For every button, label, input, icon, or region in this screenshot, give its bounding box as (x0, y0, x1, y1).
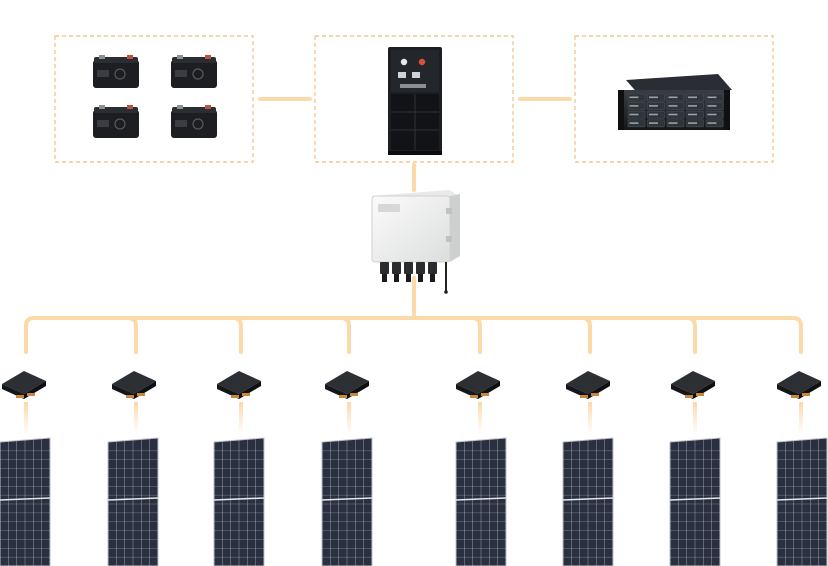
pv-string (562, 316, 614, 566)
panel-link (239, 402, 243, 434)
microinverter-icon (2, 371, 46, 399)
string-drop-wire (126, 316, 138, 354)
pv-string (669, 316, 721, 566)
panel-link (478, 402, 482, 434)
solar-panel-icon (321, 437, 373, 566)
pv-strings (0, 316, 828, 566)
inverter-port (428, 262, 437, 274)
inverter-port (392, 262, 401, 274)
inverter-port (380, 262, 389, 274)
battery-icon (93, 55, 139, 88)
pv-string (321, 316, 373, 566)
microinverter-icon (217, 371, 261, 399)
panel-link (24, 402, 28, 434)
string-drop-wire (580, 316, 592, 354)
device-group-frames (54, 35, 774, 163)
battery-bank-frame (54, 35, 254, 163)
solar-panel-icon (107, 437, 159, 566)
solar-panel-icon (776, 437, 828, 566)
pv-string (107, 316, 159, 566)
panel-link (799, 402, 803, 434)
drive-bays (627, 93, 724, 128)
control-cabinet-frame (314, 35, 514, 163)
string-bus (24, 316, 803, 354)
string-drop-wire (231, 316, 243, 354)
string-drop-wire (339, 316, 351, 354)
cabinet-icon (388, 47, 442, 155)
hybrid-inverter-icon (371, 190, 460, 294)
pv-string (455, 316, 507, 566)
panel-link (693, 402, 697, 434)
inverter-ports (380, 262, 437, 282)
storage-server-frame (574, 35, 774, 163)
panel-link (134, 402, 138, 434)
microinverter-icon (456, 371, 500, 399)
string-drop-wire (470, 316, 482, 354)
solar-panel-icon (213, 437, 265, 566)
panel-link (588, 402, 592, 434)
microinverter-icon (112, 371, 156, 399)
inverter-port (404, 262, 413, 274)
battery-icon (171, 55, 217, 88)
pv-string (776, 371, 828, 566)
pv-string (0, 371, 51, 566)
battery-icon (93, 105, 139, 138)
solar-panel-icon (562, 437, 614, 566)
inverter-port (416, 262, 425, 274)
microinverter-icon (777, 371, 821, 399)
microinverter-icon (325, 371, 369, 399)
solar-panel-icon (669, 437, 721, 566)
solar-panel-icon (455, 437, 507, 566)
wiring (24, 97, 803, 354)
string-drop-wire (685, 316, 697, 354)
server-rack-icon (618, 74, 732, 130)
panel-link (347, 402, 351, 434)
microinverter-icon (671, 371, 715, 399)
solar-panel-icon (0, 437, 51, 566)
battery-bank (93, 55, 217, 138)
battery-icon (171, 105, 217, 138)
pv-string (213, 316, 265, 566)
microinverter-icon (566, 371, 610, 399)
